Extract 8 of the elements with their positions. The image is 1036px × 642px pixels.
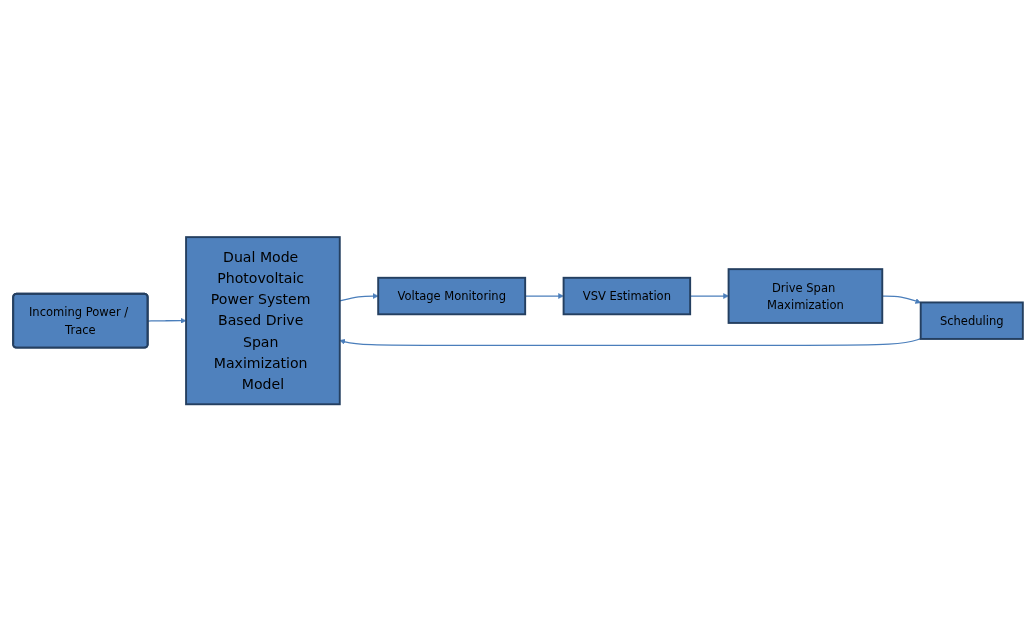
arrow [339,338,922,347]
node-box: Voltage Monitoring [377,277,527,316]
arrow [339,293,379,302]
arrow [147,318,187,324]
node-box: Scheduling [919,301,1024,341]
node-box: Drive Span Maximization [727,268,884,325]
node-box: Dual Mode Photovoltaic Power System Based Drive Span Maximization Model [185,236,341,406]
node-box: VSV Estimation [562,277,692,316]
